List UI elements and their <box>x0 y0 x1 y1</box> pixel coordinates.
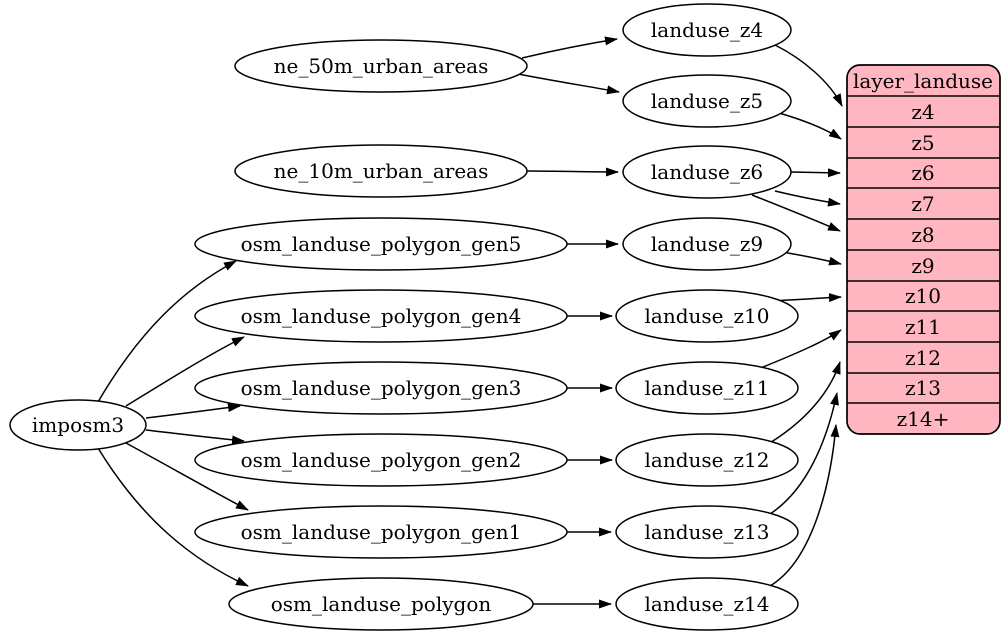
node-ne-10m-urban-areas: ne_10m_urban_areas <box>234 144 528 198</box>
node-osm-landuse-polygon-gen1-shape <box>194 505 568 559</box>
node-osm-landuse-polygon-gen2-shape <box>194 433 568 487</box>
edge-imposm3-osm-landuse-polygon-gen2 <box>145 429 245 445</box>
node-landuse-z11-label: landuse_z11 <box>645 376 770 400</box>
edge-landuse-z11-row-z11 <box>757 329 842 370</box>
edge-landuse-z13-row-z13 <box>769 392 839 515</box>
table-row-z11: z11 <box>905 315 941 339</box>
node-osm-landuse-polygon-label: osm_landuse_polygon <box>271 592 492 616</box>
edge-landuse-z12-row-z12 <box>767 361 841 445</box>
table-row-z14plus: z14+ <box>897 407 950 431</box>
node-landuse-z13-label: landuse_z13 <box>645 520 770 544</box>
edge-ne-10m-urban-areas-landuse-z6 <box>526 167 619 177</box>
node-osm-landuse-polygon-gen5-shape <box>194 217 568 271</box>
node-osm-landuse-polygon-gen2-label: osm_landuse_polygon_gen2 <box>241 448 522 472</box>
node-landuse-z5-label: landuse_z5 <box>651 89 763 113</box>
edge-ne-50m-urban-areas-landuse-z5 <box>517 73 620 95</box>
node-landuse-z11: landuse_z11 <box>615 361 799 415</box>
table-row-z5: z5 <box>911 131 934 155</box>
node-landuse-z6-shape <box>622 145 792 199</box>
node-landuse-z13-shape <box>615 505 799 559</box>
edge-imposm3-osm-landuse-polygon <box>97 447 249 587</box>
edge-landuse-z6-row-z6 <box>790 168 841 178</box>
node-landuse-z9: landuse_z9 <box>622 217 792 271</box>
edge-ne-50m-urban-areas-landuse-z4 <box>521 36 618 59</box>
node-landuse-z9-shape <box>622 217 792 271</box>
node-osm-landuse-polygon-gen3-shape <box>194 361 568 415</box>
node-landuse-z9-label: landuse_z9 <box>651 232 763 256</box>
node-osm-landuse-polygon-gen5: osm_landuse_polygon_gen5 <box>194 217 568 271</box>
table-row-z8: z8 <box>911 223 934 247</box>
node-ne-50m-urban-areas: ne_50m_urban_areas <box>234 39 528 93</box>
layer-landuse-table-title: layer_landuse <box>853 69 993 93</box>
node-osm-landuse-polygon-gen2: osm_landuse_polygon_gen2 <box>194 433 568 487</box>
table-row-z7: z7 <box>911 192 934 216</box>
node-landuse-z4-shape <box>622 3 792 57</box>
node-osm-landuse-polygon-gen4: osm_landuse_polygon_gen4 <box>194 289 568 343</box>
node-ne-10m-urban-areas-shape <box>234 144 528 198</box>
edge-imposm3-osm-landuse-polygon-gen4 <box>125 336 245 407</box>
edge-landuse-z6-row-z7 <box>774 190 841 207</box>
node-osm-landuse-polygon-gen3: osm_landuse_polygon_gen3 <box>194 361 568 415</box>
table-row-z10: z10 <box>905 284 941 308</box>
node-landuse-z11-shape <box>615 361 799 415</box>
node-osm-landuse-polygon: osm_landuse_polygon <box>228 577 534 631</box>
node-osm-landuse-polygon-gen1: osm_landuse_polygon_gen1 <box>194 505 568 559</box>
node-landuse-z10: landuse_z10 <box>615 289 799 343</box>
node-landuse-z5: landuse_z5 <box>622 74 792 128</box>
edge-landuse-z9-row-z9 <box>781 251 842 266</box>
edge-landuse-z6-row-z8 <box>751 194 841 232</box>
node-landuse-z4-label: landuse_z4 <box>651 18 763 42</box>
node-landuse-z13: landuse_z13 <box>615 505 799 559</box>
node-landuse-z14: landuse_z14 <box>615 577 799 631</box>
node-osm-landuse-polygon-gen1-label: osm_landuse_polygon_gen1 <box>241 520 522 544</box>
table-row-z13: z13 <box>905 376 941 400</box>
edge-layer <box>97 36 843 609</box>
node-landuse-z14-shape <box>615 577 799 631</box>
node-imposm3: imposm3 <box>9 399 147 451</box>
node-landuse-z4: landuse_z4 <box>622 3 792 57</box>
node-ne-50m-urban-areas-shape <box>234 39 528 93</box>
node-osm-landuse-polygon-shape <box>228 577 534 631</box>
node-landuse-z10-label: landuse_z10 <box>645 304 770 328</box>
node-osm-landuse-polygon-gen4-label: osm_landuse_polygon_gen4 <box>241 304 522 328</box>
node-landuse-z14-label: landuse_z14 <box>645 592 770 616</box>
node-osm-landuse-polygon-gen3-label: osm_landuse_polygon_gen3 <box>241 376 522 400</box>
node-landuse-z12-shape <box>615 433 799 487</box>
table-row-z4: z4 <box>911 100 934 124</box>
node-ne-10m-urban-areas-label: ne_10m_urban_areas <box>274 159 489 183</box>
node-landuse-z6-label: landuse_z6 <box>651 160 763 184</box>
edge-imposm3-osm-landuse-polygon-gen5 <box>97 260 237 403</box>
table-row-z9: z9 <box>911 254 934 278</box>
edge-landuse-z14-row-z14plus <box>769 424 840 587</box>
node-landuse-z10-shape <box>615 289 799 343</box>
edge-imposm3-osm-landuse-polygon-gen3 <box>145 403 241 419</box>
node-landuse-z12-label: landuse_z12 <box>645 448 770 472</box>
table-row-z12: z12 <box>905 346 941 370</box>
layer-landuse-table: layer_landuse z4 z5 z6 z7 z8 z9 z10 z11 … <box>846 64 1001 435</box>
table-row-z6: z6 <box>911 161 934 185</box>
node-landuse-z5-shape <box>622 74 792 128</box>
edge-imposm3-osm-landuse-polygon-gen1 <box>125 442 249 511</box>
node-osm-landuse-polygon-gen5-label: osm_landuse_polygon_gen5 <box>241 232 522 256</box>
node-layer: imposm3 ne_50m_urban_areas ne_10m_urban_… <box>9 3 799 631</box>
node-imposm3-shape <box>9 399 147 451</box>
edge-landuse-z5-row-z5 <box>778 112 842 140</box>
node-ne-50m-urban-areas-label: ne_50m_urban_areas <box>274 54 489 78</box>
node-landuse-z12: landuse_z12 <box>615 433 799 487</box>
node-imposm3-label: imposm3 <box>32 413 124 437</box>
node-osm-landuse-polygon-gen4-shape <box>194 289 568 343</box>
node-landuse-z6: landuse_z6 <box>622 145 792 199</box>
edge-landuse-z4-row-z4 <box>774 44 843 107</box>
